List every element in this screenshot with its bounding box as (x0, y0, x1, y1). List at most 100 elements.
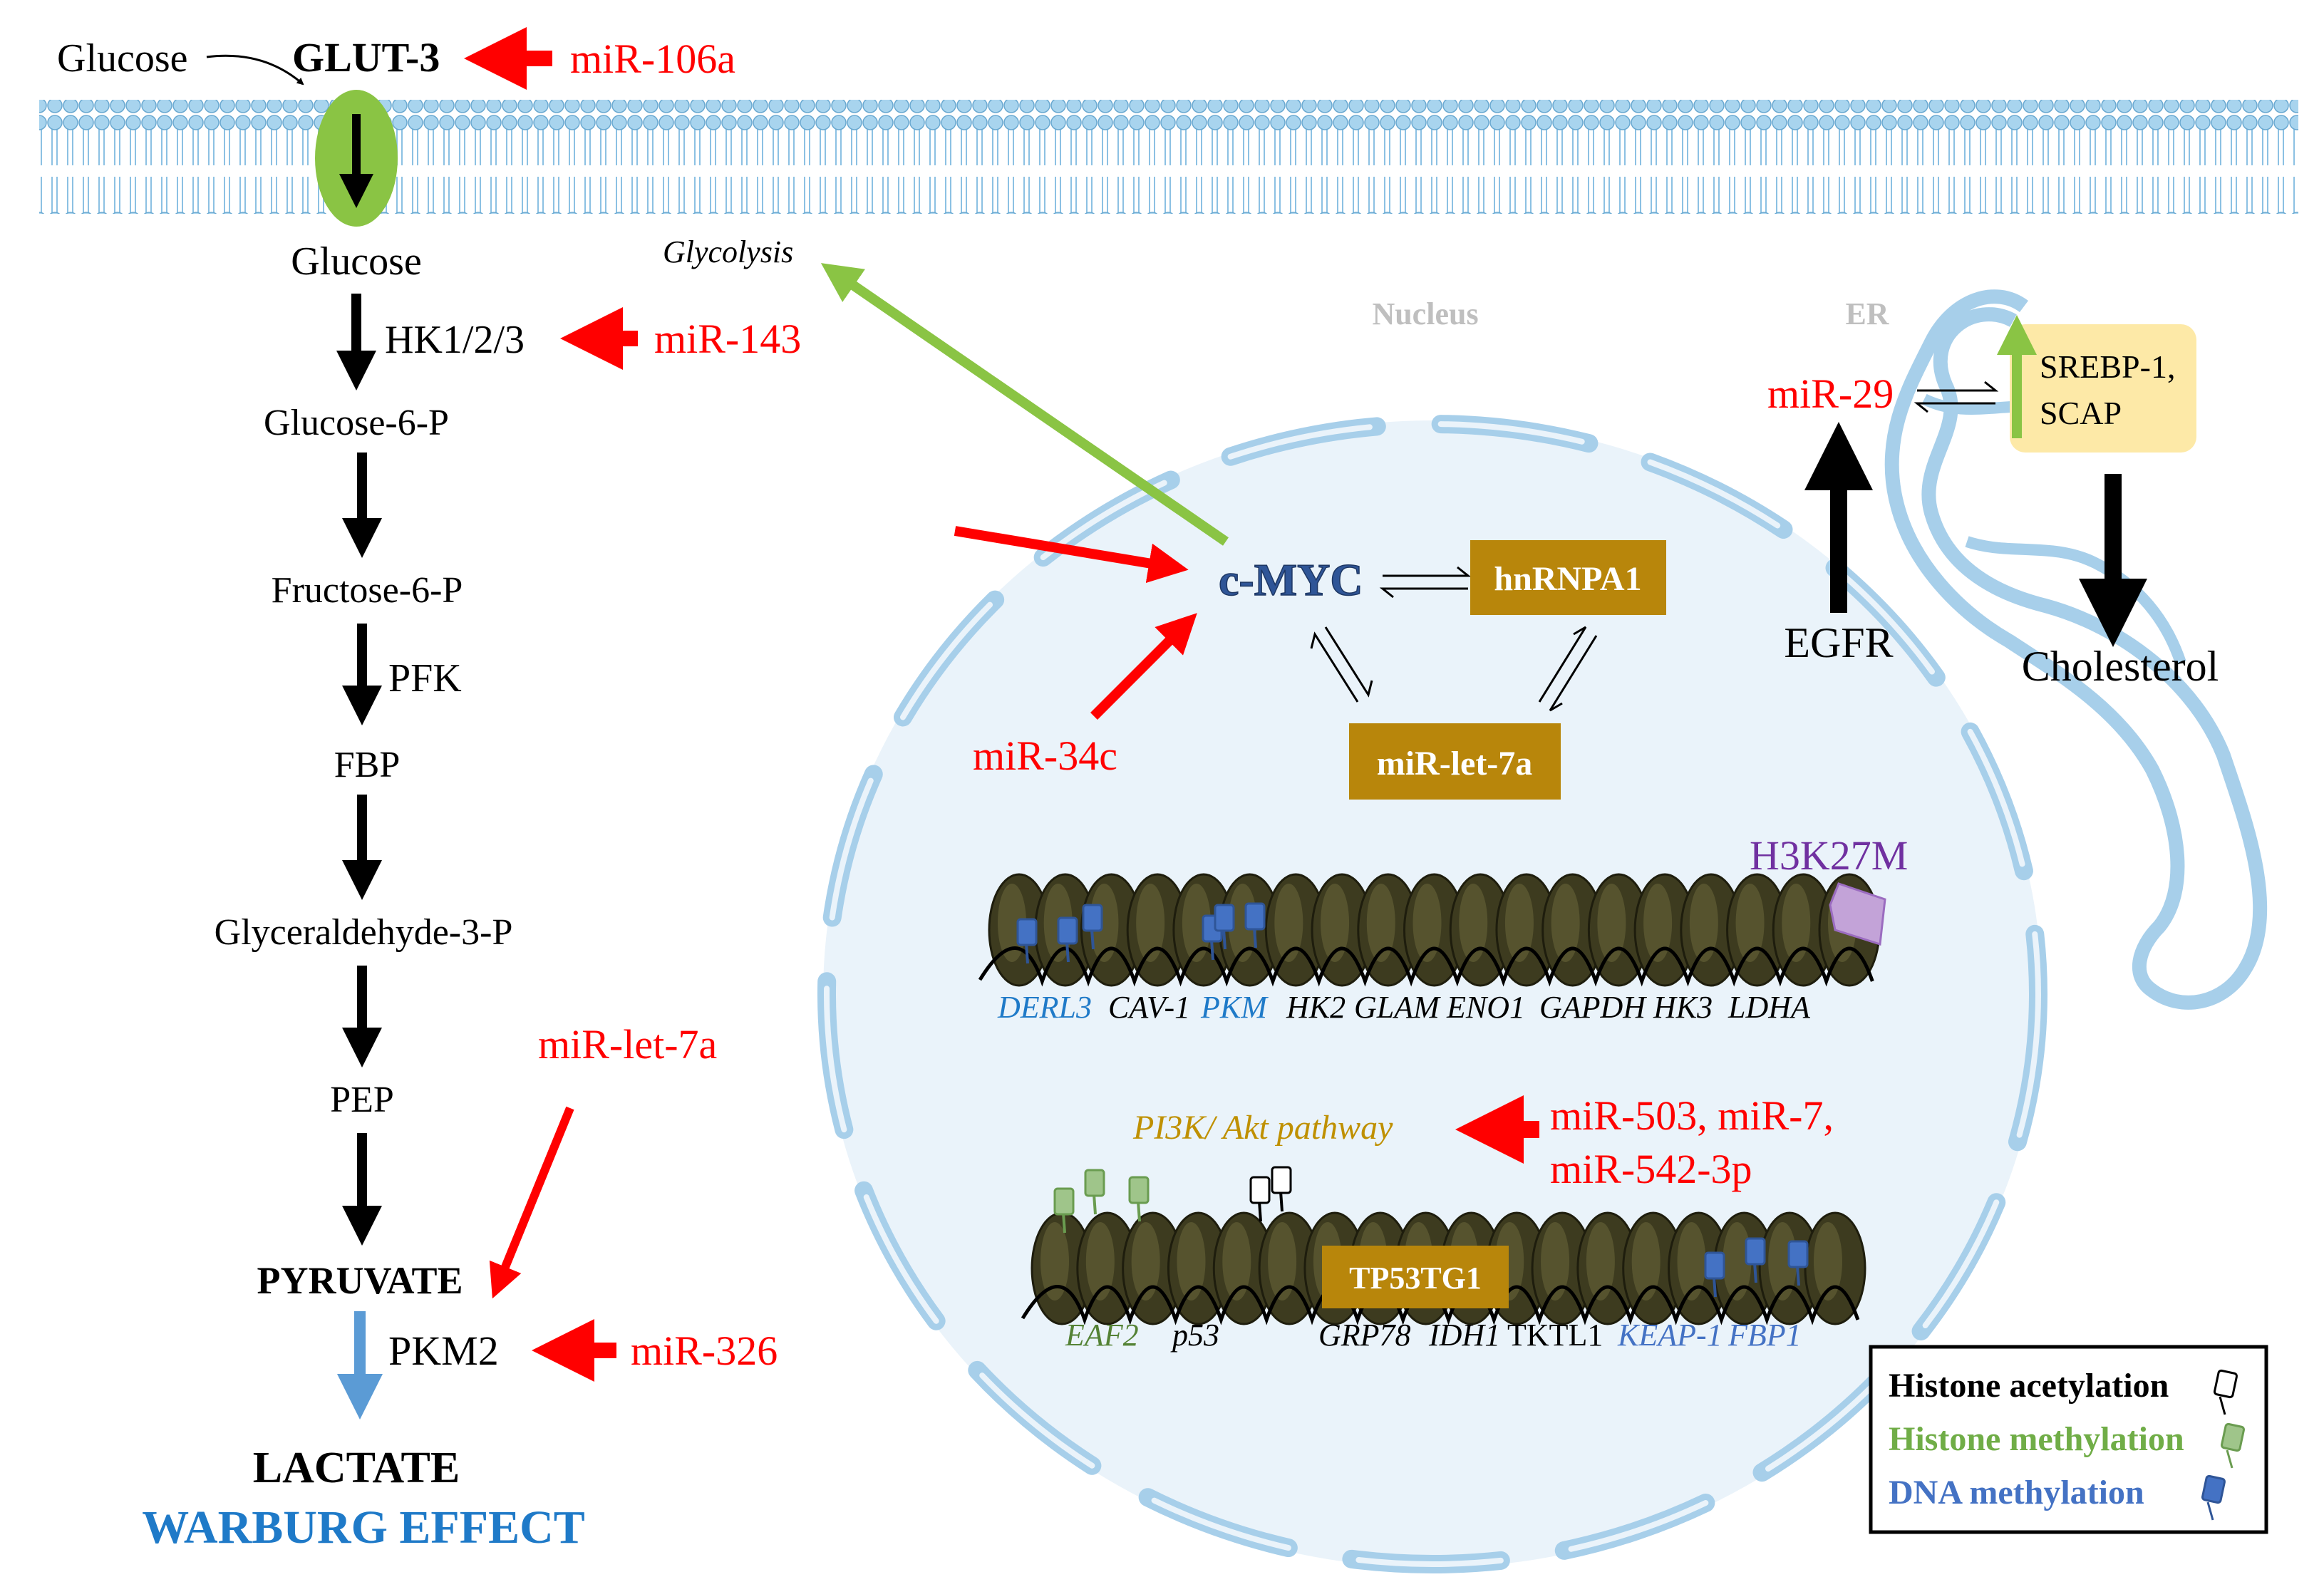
srebp-label-2: SCAP (2040, 395, 2122, 431)
mir-let7a-box-label: miR-let-7a (1377, 745, 1533, 782)
nucleosome (1264, 873, 1327, 987)
nucleosome (1531, 1211, 1594, 1325)
mir29-label: miR-29 (1767, 371, 1894, 417)
egfr-label: EGFR (1784, 619, 1893, 666)
legend-acetylation-label: Histone acetylation (1889, 1367, 2169, 1405)
histone-methylation-pin-icon (2220, 1422, 2246, 1469)
glucose-to-glut3-arrow (206, 54, 304, 86)
cmyc-let7a-equilibrium (1310, 626, 1373, 703)
nucleosome (1167, 1211, 1229, 1325)
warburg-effect-label: WARBURG EFFECT (142, 1501, 585, 1553)
nucleosome (1668, 1211, 1730, 1325)
gene-p53: p53 (1170, 1318, 1219, 1353)
gene-eaf2: EAF2 (1065, 1318, 1139, 1353)
nucleosome (1587, 873, 1650, 987)
nucleosome (1633, 873, 1696, 987)
dna-methylation-mark (1244, 902, 1266, 948)
histone-acetylation-mark (1249, 1176, 1271, 1222)
nucleosome (1357, 873, 1420, 987)
nucleosome (1080, 873, 1142, 987)
f6p-label: Fructose-6-P (272, 570, 463, 611)
gene-idh1: IDH1 (1428, 1318, 1500, 1353)
glucose-outside-label: Glucose (57, 36, 188, 81)
srebp-box (2010, 324, 2196, 453)
gene-row-2: EAF2 p53 GRP78 IDH1 TKTL1 KEAP-1 FBP1 (1065, 1318, 1802, 1353)
chromatin-fiber-1 (978, 873, 1881, 987)
gene-cav1: CAV-1 (1108, 990, 1190, 1025)
er-label: ER (1845, 296, 1889, 331)
dna-methylation-mark (1214, 904, 1235, 950)
gene-grp78: GRP78 (1318, 1318, 1411, 1353)
nucleosome (1495, 873, 1558, 987)
mir-let7a-pathway-label: miR-let-7a (538, 1021, 717, 1067)
dna-methylation-mark (1057, 916, 1078, 963)
gene-fbp1: FBP1 (1727, 1318, 1802, 1353)
cmyc-label: c-MYC (1219, 554, 1363, 605)
gene-ldha: LDHA (1727, 990, 1811, 1025)
srebp-label-1: SREBP-1, (2040, 348, 2175, 385)
dna-methylation-mark (1082, 904, 1103, 950)
dna-methylation-mark (1745, 1237, 1766, 1283)
nucleosome (1311, 873, 1373, 987)
nucleosome (1449, 873, 1512, 987)
gene-eno1: ENO1 (1446, 990, 1525, 1025)
nucleosome (1804, 1211, 1866, 1325)
red-arrow-to-cmyc (954, 526, 1189, 584)
legend-dna-methylation-label: DNA methylation (1889, 1474, 2144, 1511)
gene-hk3: HK3 (1653, 990, 1713, 1025)
gene-gapdh: GAPDH (1539, 990, 1647, 1025)
hk-label: HK1/2/3 (385, 318, 525, 362)
pfk-label: PFK (388, 656, 462, 700)
hnrnpa1-label: hnRNPA1 (1494, 560, 1641, 598)
g3p-label: Glyceraldehyde-3-P (215, 912, 513, 953)
nucleosome (1212, 1211, 1275, 1325)
histone-methylation-mark (1128, 1176, 1150, 1222)
cmyc-hnrnpa1-equilibrium (1379, 566, 1472, 599)
cholesterol-label: Cholesterol (2022, 643, 2219, 690)
fbp-label: FBP (334, 745, 401, 785)
glycolysis-label: Glycolysis (663, 234, 793, 269)
mir326-label: miR-326 (631, 1328, 778, 1374)
dna-methylation-mark (1704, 1251, 1725, 1298)
dna-methylation-mark (1016, 918, 1038, 964)
histone-acetylation-mark (1271, 1166, 1292, 1212)
dna-methylation-mark (1787, 1240, 1809, 1286)
mir34c-arrow-to-cmyc (1090, 613, 1197, 720)
nucleosome (1772, 873, 1834, 987)
hnrnpa1-box (1470, 540, 1666, 615)
cell-membrane (39, 100, 2298, 214)
nucleosome (1403, 873, 1465, 987)
nucleosome (1258, 1211, 1321, 1325)
legend-box (1869, 1345, 2268, 1534)
g6p-label: Glucose-6-P (264, 403, 449, 443)
dna-methylation-pin-icon (2201, 1474, 2226, 1521)
mir-pi3k-label-1: miR-503, miR-7, (1550, 1092, 1834, 1139)
pyruvate-label: PYRUVATE (257, 1259, 463, 1302)
nucleus-label: Nucleus (1372, 296, 1478, 331)
histone-methylation-mark (1084, 1169, 1105, 1215)
acetylation-pin-icon (2213, 1369, 2238, 1415)
cmyc-to-glycolysis-arrow (820, 263, 1229, 546)
histone-methylation-mark (1053, 1187, 1075, 1234)
gene-derl3: DERL3 (997, 990, 1092, 1025)
glut3-label: GLUT-3 (292, 34, 440, 81)
mir-let7a-arrow-pyruvate (489, 1106, 574, 1299)
mir-pi3k-label-2: miR-542-3p (1550, 1146, 1752, 1192)
gene-tktl1: TKTL1 (1507, 1318, 1603, 1353)
pi3k-label: PI3K/ Akt pathway (1132, 1109, 1393, 1147)
dna-strand (978, 946, 1874, 987)
pkm2-label: PKM2 (388, 1328, 499, 1374)
dna-strand (1021, 1285, 1860, 1325)
gene-row-1: DERL3 CAV-1 PKM HK2 GLAM ENO1 GAPDH HK3 … (997, 990, 1811, 1025)
gene-glam: GLAM (1354, 990, 1441, 1025)
mir-let7a-box (1349, 723, 1561, 800)
gene-pkm: PKM (1200, 990, 1269, 1025)
legend: Histone acetylation Histone methylation … (1869, 1345, 2268, 1534)
tp53tg1-box (1322, 1246, 1509, 1308)
let7a-hnrnpa1-equilibrium (1538, 626, 1598, 712)
nucleosome (1126, 873, 1189, 987)
mir106a-label: miR-106a (570, 36, 735, 82)
mir34c-label: miR-34c (973, 733, 1117, 779)
pep-label: PEP (330, 1080, 394, 1120)
